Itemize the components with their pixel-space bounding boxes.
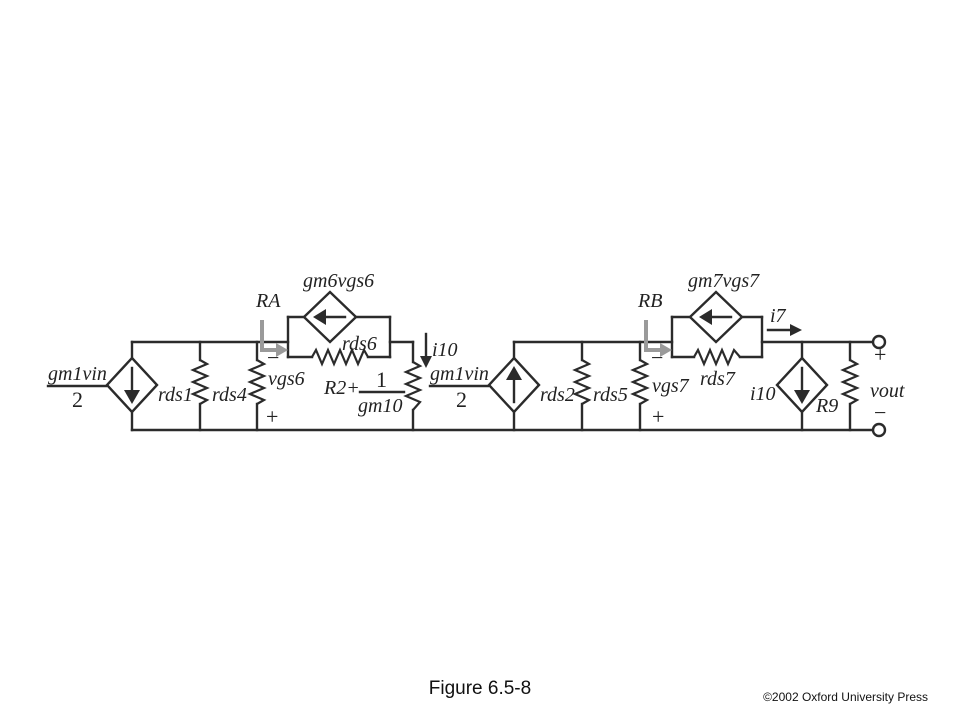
i10-arrow-icon xyxy=(420,356,432,368)
output-terminal-minus xyxy=(871,422,887,438)
label-gm1vin-mid-num: gm1vin xyxy=(430,363,489,385)
label-i10-right: i10 xyxy=(750,383,776,405)
label-one: 1 xyxy=(376,367,387,392)
label-ra: RA xyxy=(255,290,281,312)
label-vgs6-minus: − xyxy=(267,345,279,370)
label-vout-plus: + xyxy=(874,342,886,367)
resistor-rds6 xyxy=(311,347,369,367)
label-vgs6-plus: + xyxy=(266,404,278,429)
down-arrow-icon xyxy=(124,390,140,404)
left-arrow-icon xyxy=(313,309,326,325)
resistor-rds2 xyxy=(572,359,592,405)
label-rds7: rds7 xyxy=(700,368,736,390)
port-arrow-ra-icon xyxy=(276,343,288,357)
label-vgs7-plus: + xyxy=(652,404,664,429)
label-gm10: gm10 xyxy=(358,395,402,417)
label-rds5: rds5 xyxy=(593,384,628,406)
i7-arrow-icon xyxy=(790,324,802,336)
label-vout: vout xyxy=(870,380,905,402)
label-vgs7-minus: − xyxy=(651,345,663,370)
label-i7: i7 xyxy=(770,305,787,327)
up-arrow-icon xyxy=(506,366,522,380)
label-r9: R9 xyxy=(815,395,838,417)
label-gm1vin-left-den: 2 xyxy=(72,387,83,412)
resistor-rds7 xyxy=(693,347,741,367)
resistor-r2-gm10 xyxy=(403,361,423,411)
label-gm6vgs6: gm6vgs6 xyxy=(303,270,374,292)
resistor-rds5 xyxy=(630,359,650,405)
label-gm1vin-left-num: gm1vin xyxy=(48,363,107,385)
resistor-rds1 xyxy=(190,359,210,405)
label-gm7vgs7: gm7vgs7 xyxy=(688,270,760,292)
label-gm1vin-mid-den: 2 xyxy=(456,387,467,412)
copyright-notice: ©2002 Oxford University Press xyxy=(763,690,928,704)
label-vgs6: vgs6 xyxy=(268,368,305,390)
left-arrow-icon xyxy=(699,309,712,325)
down-arrow-icon xyxy=(794,390,810,404)
label-rds1: rds1 xyxy=(158,384,193,406)
label-i10-top: i10 xyxy=(432,339,458,361)
label-rds4: rds4 xyxy=(212,384,247,406)
label-vout-minus: − xyxy=(874,400,886,425)
label-rds2: rds2 xyxy=(540,384,575,406)
label-r2-plus: R2+ xyxy=(323,377,360,399)
figure-caption: Figure 6.5-8 xyxy=(428,678,532,699)
resistor-rds4 xyxy=(247,359,267,405)
output-terminal-plus xyxy=(871,334,887,350)
resistor-r9 xyxy=(840,359,860,405)
port-arrow-rb-icon xyxy=(660,343,672,357)
label-rb: RB xyxy=(637,290,662,312)
label-vgs7: vgs7 xyxy=(652,375,690,397)
label-rds6: rds6 xyxy=(342,333,377,355)
